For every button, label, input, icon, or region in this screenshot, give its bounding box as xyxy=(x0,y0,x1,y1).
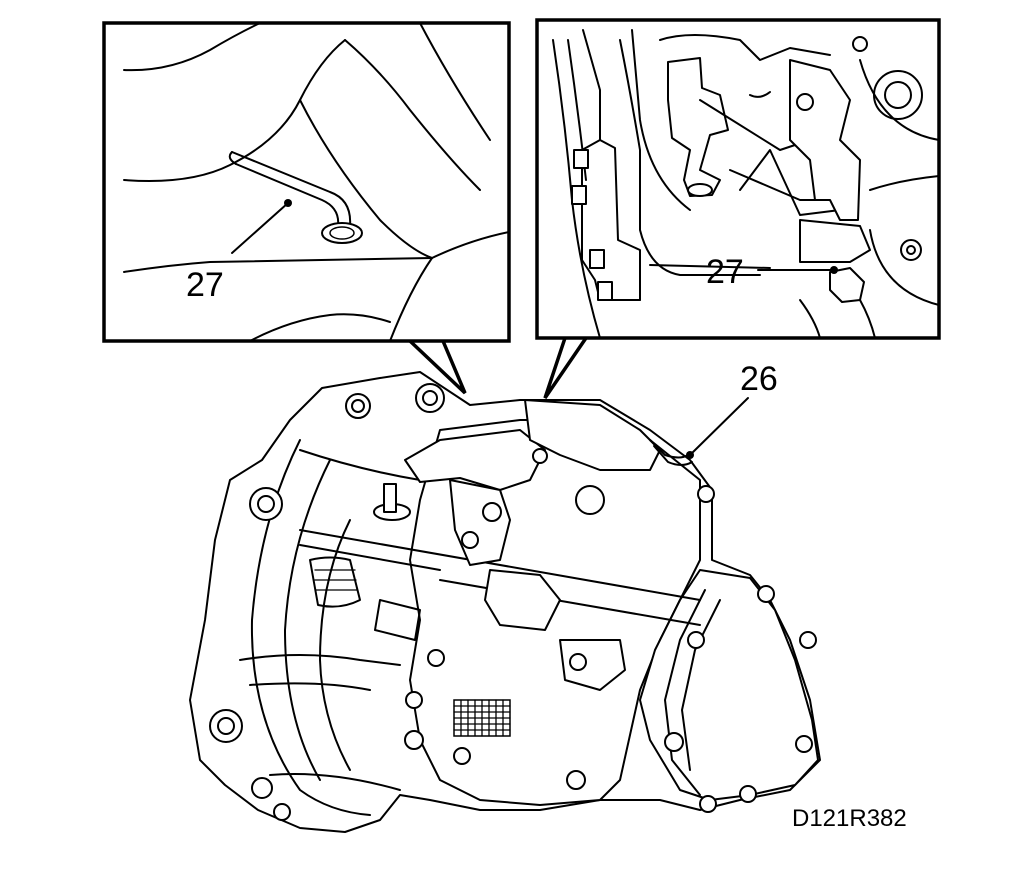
leader-line-26 xyxy=(689,397,749,456)
callout-27-left: 27 xyxy=(186,266,224,304)
right-inset-detail: 27 xyxy=(535,18,941,399)
gearbox-main-view: 26 xyxy=(189,360,821,833)
drawing-code: D121R382 xyxy=(792,805,907,832)
leader-dot-26 xyxy=(686,451,694,459)
leader-dot-27-left xyxy=(284,199,292,207)
leader-dot-27-right xyxy=(830,266,838,274)
gearbox-grille xyxy=(453,699,511,737)
housing-bolts xyxy=(404,448,817,813)
leader-line-27-left xyxy=(231,202,289,254)
callout-26: 26 xyxy=(740,360,778,398)
left-inset-detail: 27 xyxy=(102,21,511,395)
breather-pipe-detail xyxy=(228,151,363,244)
callout-27-right: 27 xyxy=(706,253,744,291)
